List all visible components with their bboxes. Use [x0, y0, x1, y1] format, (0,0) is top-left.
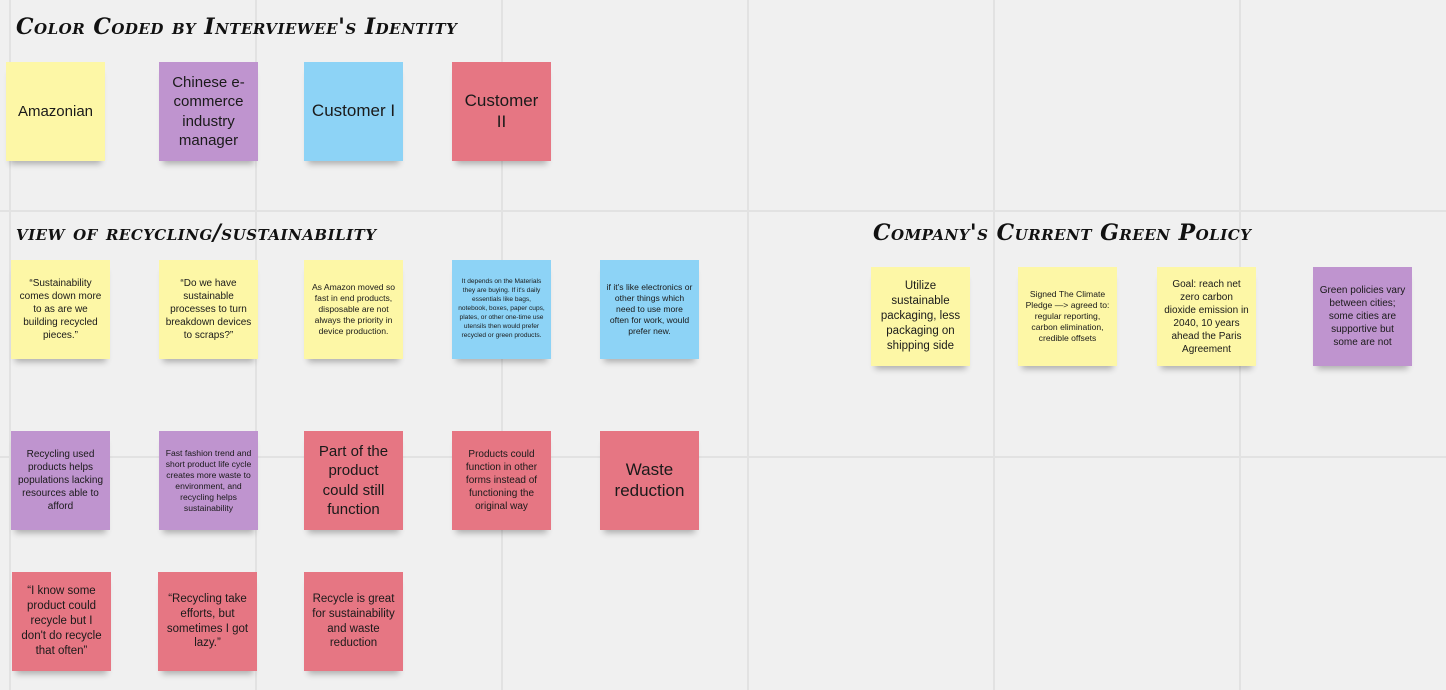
- sticky-note[interactable]: Fast fashion trend and short product lif…: [159, 431, 258, 530]
- sticky-note-chinese-manager[interactable]: Chinese e-commerce industry manager: [159, 62, 258, 161]
- identity-section-title: Color Coded by Interviewee's Identity: [16, 14, 458, 40]
- sticky-note[interactable]: Signed The Climate Pledge —> agreed to: …: [1018, 267, 1117, 366]
- sticky-note[interactable]: It depends on the Materials they are buy…: [452, 260, 551, 359]
- sticky-note[interactable]: As Amazon moved so fast in end products,…: [304, 260, 403, 359]
- sticky-note[interactable]: “I know some product could recycle but I…: [12, 572, 111, 671]
- sticky-note[interactable]: “Sustainability comes down more to as ar…: [11, 260, 110, 359]
- sticky-note[interactable]: Goal: reach net zero carbon dioxide emis…: [1157, 267, 1256, 366]
- sticky-note[interactable]: Recycling used products helps population…: [11, 431, 110, 530]
- sticky-note[interactable]: Green policies vary between cities; some…: [1313, 267, 1412, 366]
- grid-line: [0, 456, 1446, 458]
- sticky-note[interactable]: “Recycling take efforts, but sometimes I…: [158, 572, 257, 671]
- sticky-note[interactable]: Part of the product could still function: [304, 431, 403, 530]
- policy-section-title: Company's Current Green Policy: [873, 220, 1252, 246]
- sticky-note-customer-1[interactable]: Customer I: [304, 62, 403, 161]
- sticky-note[interactable]: Waste reduction: [600, 431, 699, 530]
- sticky-note-customer-2[interactable]: Customer II: [452, 62, 551, 161]
- grid-line: [747, 0, 749, 690]
- sticky-note[interactable]: “Do we have sustainable processes to tur…: [159, 260, 258, 359]
- grid-line: [9, 0, 11, 690]
- grid-line: [0, 210, 1446, 212]
- sticky-note[interactable]: Recycle is great for sustainability and …: [304, 572, 403, 671]
- view-section-title: view of recycling/sustainability: [16, 220, 377, 246]
- sticky-note[interactable]: Utilize sustainable packaging, less pack…: [871, 267, 970, 366]
- sticky-note[interactable]: if it's like electronics or other things…: [600, 260, 699, 359]
- sticky-note-amazonian[interactable]: Amazonian: [6, 62, 105, 161]
- sticky-note[interactable]: Products could function in other forms i…: [452, 431, 551, 530]
- grid-line: [993, 0, 995, 690]
